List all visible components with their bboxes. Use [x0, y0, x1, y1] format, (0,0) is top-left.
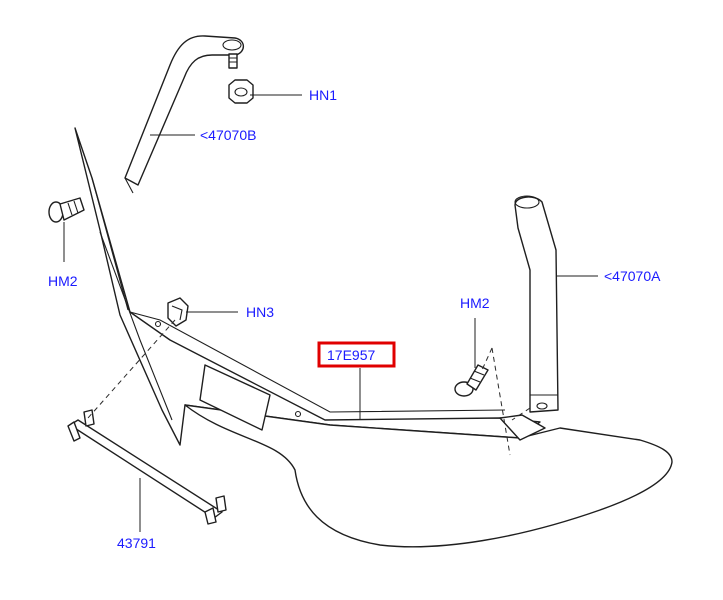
callout-47070b-label: <47070B — [200, 127, 256, 143]
callout-hm2-left-label: HM2 — [48, 273, 78, 289]
brace-bar-43791-part — [67, 409, 227, 525]
callout-hn1-label: HN1 — [309, 87, 337, 103]
highlight-box-17e957 — [317, 341, 396, 368]
splash-shield-part — [74, 127, 673, 548]
callout-47070a-label: <47070A — [604, 268, 661, 284]
callout-hm2-right-label: HM2 — [460, 295, 490, 311]
support-tube-47070a-part — [514, 195, 559, 413]
assembly-dashed-lines — [87, 319, 531, 456]
nut-hn1-part — [228, 79, 254, 104]
callout-17e957-label[interactable]: 17E957 — [327, 347, 375, 363]
leader-lines — [63, 94, 598, 532]
bolt-hm2-left-part — [48, 197, 85, 223]
callout-43791-label: 43791 — [117, 535, 156, 551]
support-rod-47070b-part — [124, 35, 245, 194]
callout-hn3-label: HN3 — [246, 304, 274, 320]
clip-hn3-part — [167, 297, 189, 327]
bolt-hm2-right-part — [454, 364, 489, 397]
